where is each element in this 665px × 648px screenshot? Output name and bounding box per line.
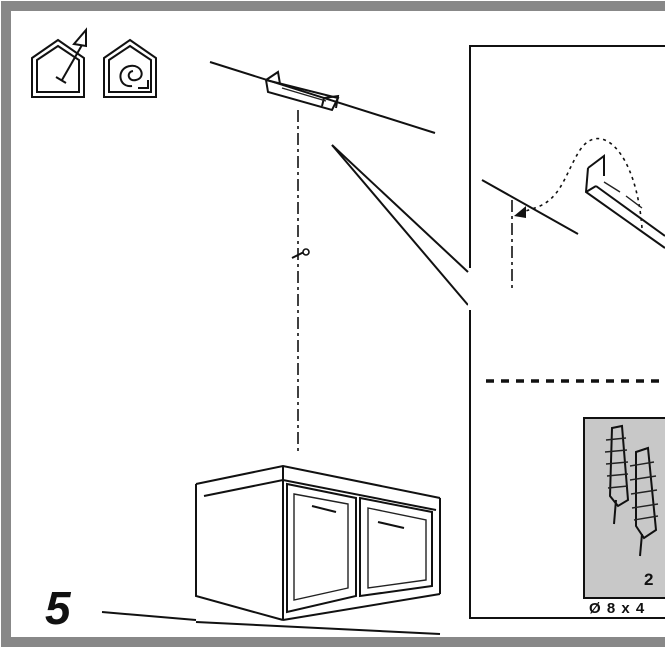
base-line <box>101 611 197 621</box>
parts-box <box>583 417 665 599</box>
step-number: 5 <box>45 582 71 634</box>
mounting-bracket <box>264 70 340 112</box>
screw-mark <box>291 248 310 259</box>
wall-cabinet <box>195 464 441 621</box>
wall-plug-icon <box>604 424 659 557</box>
ducted-exhaust-icon <box>31 27 87 98</box>
zoom-line-upper <box>331 144 469 273</box>
detail-ceiling-line <box>481 179 579 235</box>
parts-dimension: Ø 8 x 4 <box>589 600 646 617</box>
recirculation-icon <box>103 38 157 98</box>
zoom-line-lower <box>331 144 469 306</box>
base-line-right <box>195 621 441 635</box>
parts-quantity: 2 <box>644 570 654 589</box>
placement-arrow <box>514 137 643 229</box>
ceiling-line <box>209 61 436 134</box>
detail-bracket <box>584 154 665 249</box>
